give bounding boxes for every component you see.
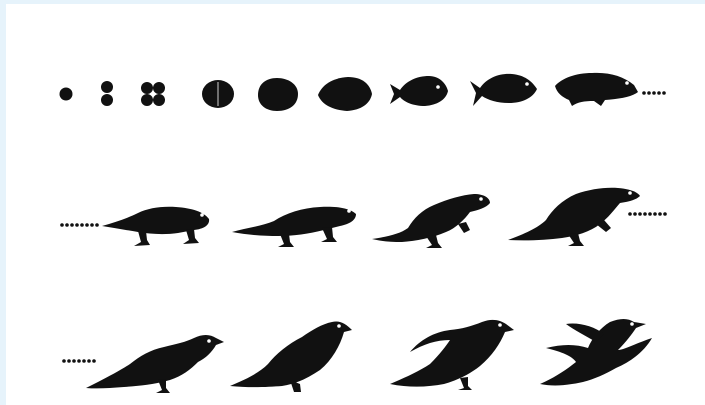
single-cell (60, 88, 73, 101)
row-amphibian-to-reptile (60, 188, 667, 248)
evolution-diagram-frame (6, 4, 705, 405)
amphibian-stage (102, 207, 209, 246)
continuation-dots-row2-trailing (628, 212, 667, 216)
reptile-stage-1 (232, 207, 356, 247)
evolution-diagram (6, 4, 705, 405)
row-cells-to-fish (60, 73, 666, 111)
bird-stage-4 (540, 319, 652, 386)
bird-stage-1 (86, 335, 224, 393)
fish-stage-3 (555, 73, 638, 106)
reptile-stage-2 (372, 194, 490, 248)
early-fish-stage (318, 77, 372, 111)
row-birds (62, 319, 652, 393)
two-cell-stage (101, 81, 113, 106)
continuation-dots-row2-leading (60, 223, 99, 227)
fish-stage-2 (470, 74, 537, 106)
eight-cell-stage (202, 80, 234, 108)
four-cell-stage (141, 82, 165, 106)
fish-stage-1 (390, 76, 448, 106)
continuation-dots-row1 (642, 91, 666, 95)
reptile-stage-3 (508, 188, 640, 246)
bird-stage-2 (230, 321, 352, 392)
morula-stage (258, 78, 298, 111)
bird-stage-3 (390, 320, 514, 390)
continuation-dots-row3-leading (62, 359, 96, 363)
